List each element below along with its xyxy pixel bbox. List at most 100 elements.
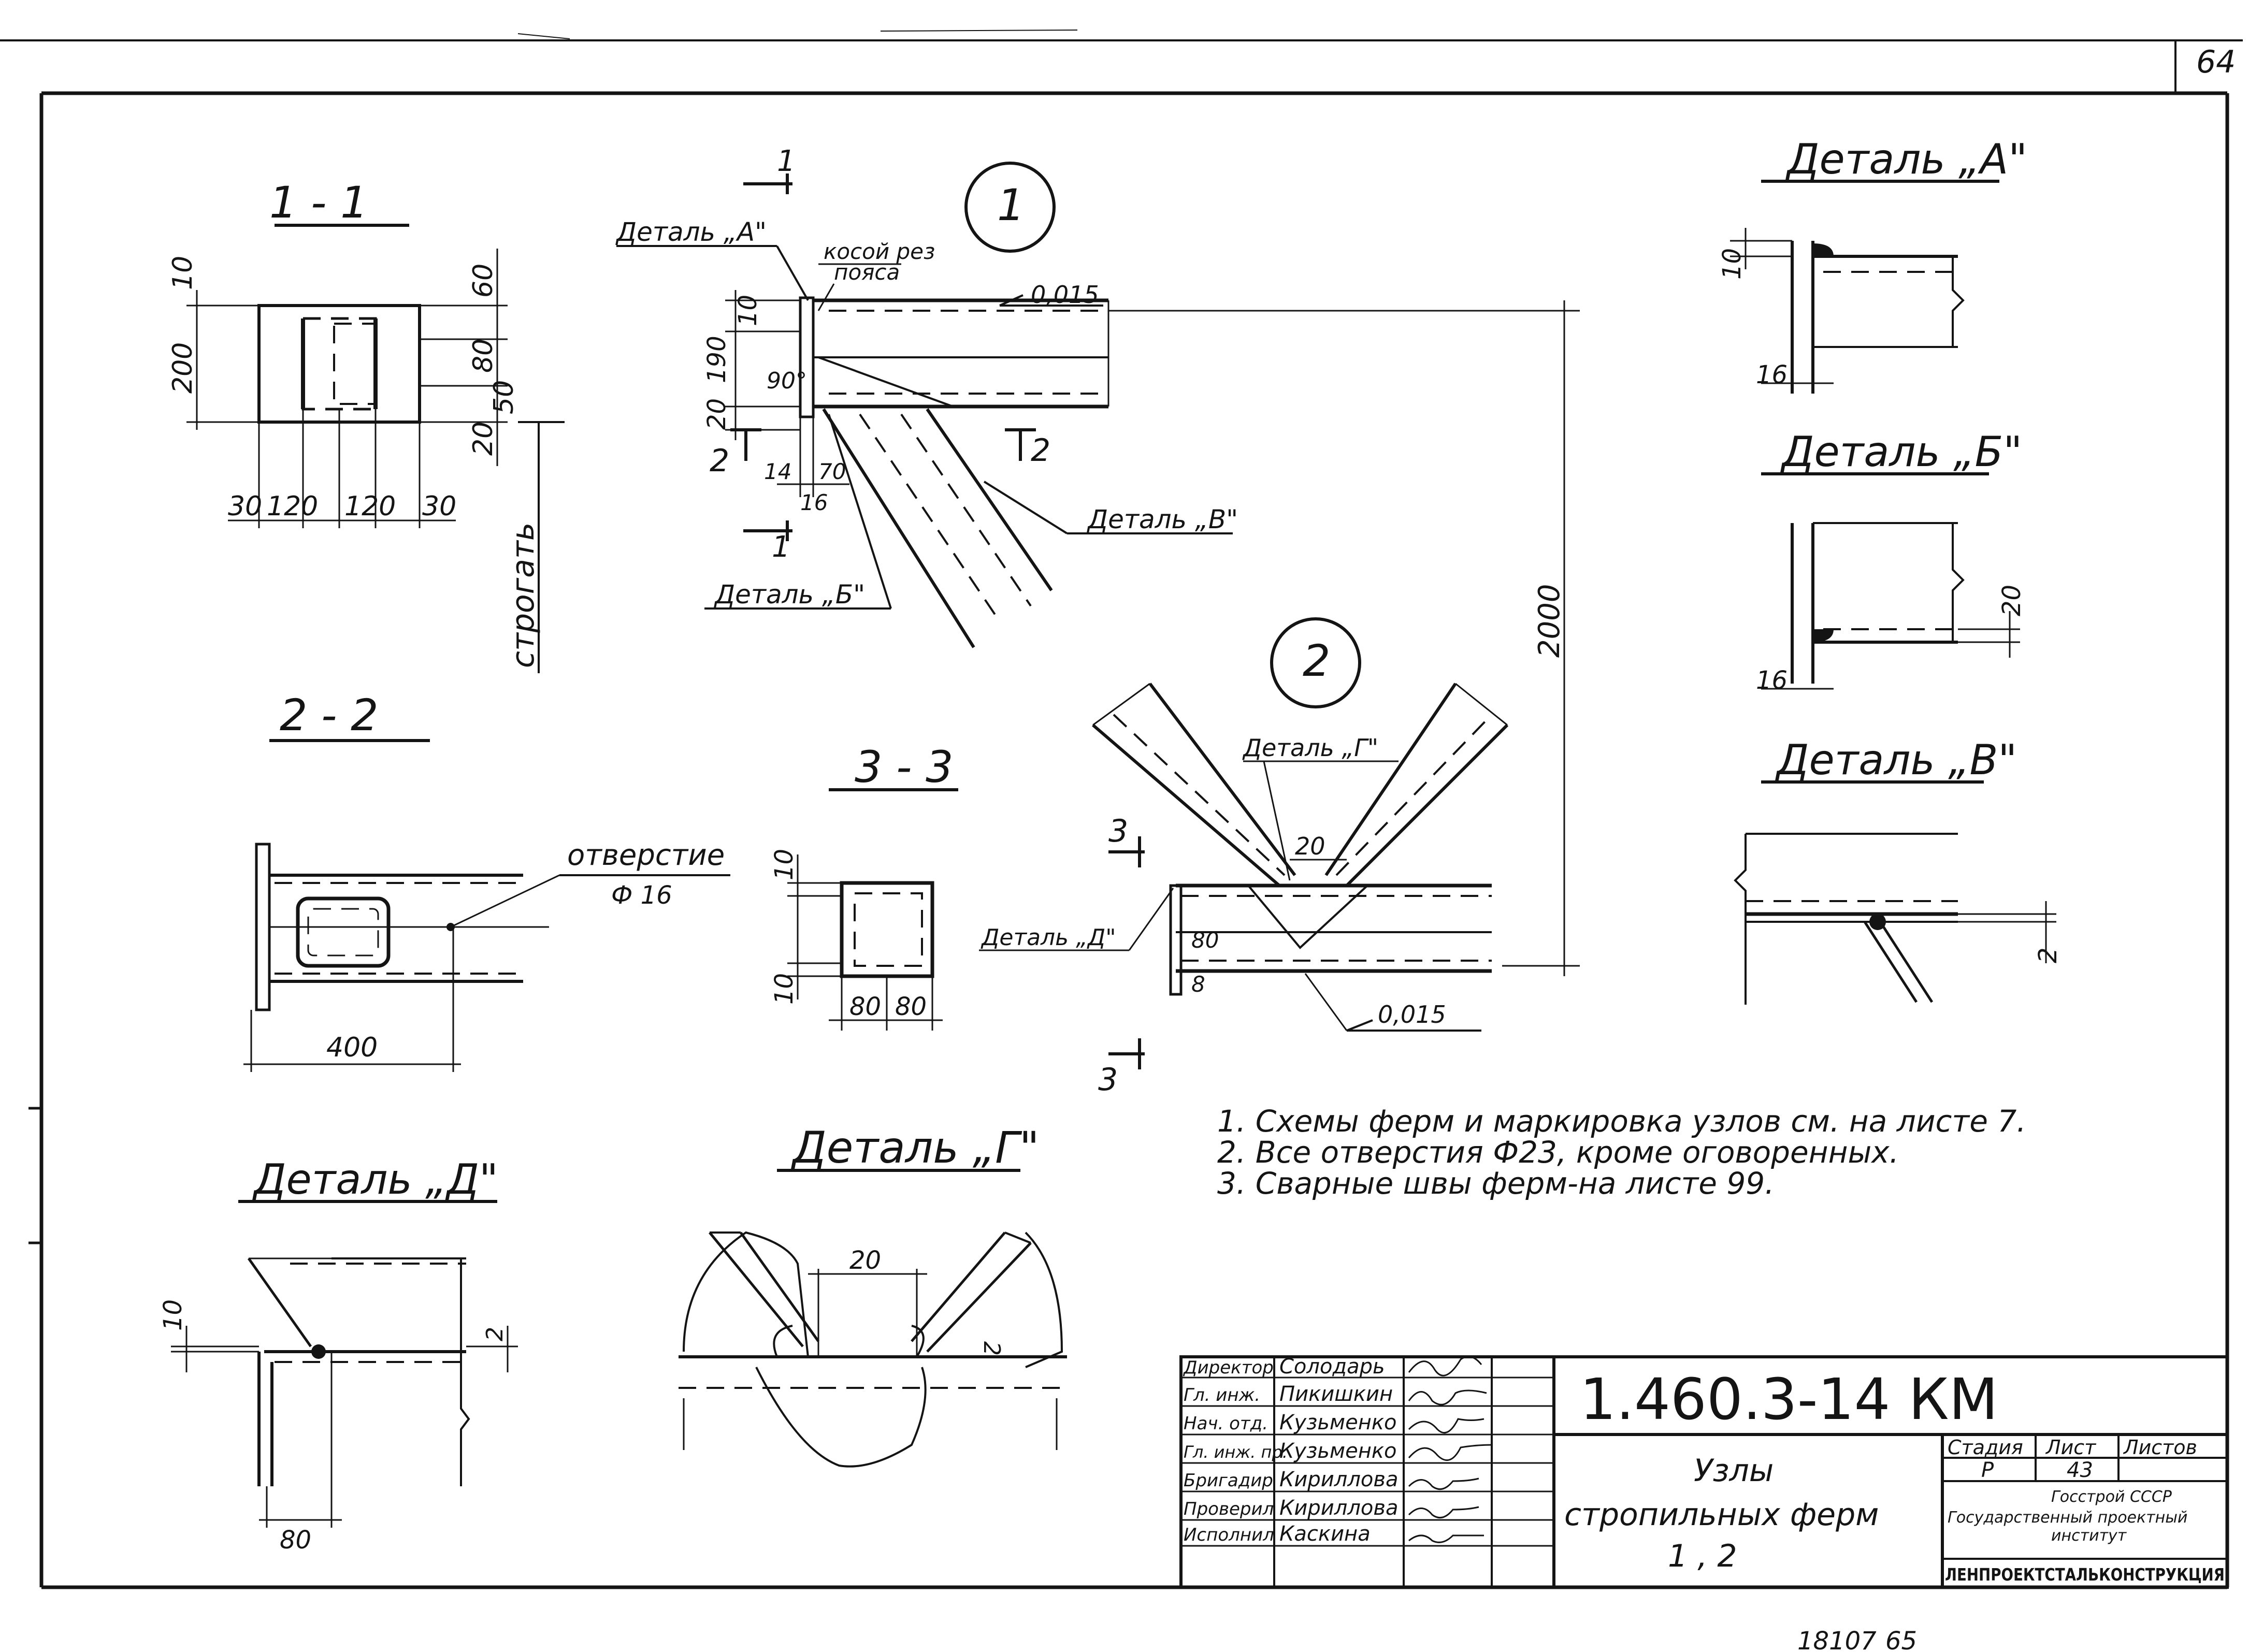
svg-text:1: 1 [777, 144, 796, 178]
svg-text:Кириллова: Кириллова [1279, 1468, 1398, 1491]
node-1: 1 1 1 2 2 [615, 144, 1580, 976]
svg-text:Ф 16: Ф 16 [611, 881, 672, 910]
svg-text:20: 20 [1295, 832, 1325, 860]
section-1-1-label: 1 - 1 [269, 177, 368, 228]
svg-text:Госстрой СССР: Госстрой СССР [2051, 1488, 2172, 1506]
section-3-3: 3 - 3 10 10 80 80 [770, 742, 958, 1031]
detail-g-title: Деталь „Г" [790, 1122, 1040, 1173]
svg-text:Каскина: Каскина [1279, 1522, 1371, 1546]
svg-text:10: 10 [158, 1299, 188, 1331]
sheet-frame [0, 30, 2243, 1589]
title-line-3: 1 , 2 [1668, 1538, 1737, 1574]
svg-text:Стадия: Стадия [1948, 1436, 2023, 1459]
note-3: 3. Сварные швы ферм-на листе 99. [1217, 1166, 1775, 1201]
svg-text:400: 400 [326, 1032, 378, 1063]
svg-text:институт: институт [2051, 1527, 2127, 1545]
callout-detail-g: Деталь „Г" [1242, 734, 1378, 762]
section-1-1: 1 - 1 10 200 60 80 50 20 30 120 120 30 с… [167, 177, 565, 673]
note-2: 2. Все отверстия Ф23, кроме оговоренных. [1217, 1135, 1899, 1170]
svg-text:80: 80 [468, 339, 499, 373]
svg-text:2: 2 [710, 443, 729, 479]
node-2-number: 2 [1303, 635, 1330, 686]
svg-text:30: 30 [228, 491, 262, 522]
title-line-1: Узлы [1694, 1453, 1774, 1489]
svg-text:2: 2 [978, 1341, 1005, 1356]
svg-text:80: 80 [849, 992, 881, 1021]
svg-text:2: 2 [2034, 947, 2063, 963]
callout-detail-a: Деталь „А" [615, 217, 767, 247]
svg-text:Кузьменко: Кузьменко [1279, 1439, 1396, 1463]
title-line-2: стропильных ферм [1564, 1497, 1879, 1533]
svg-text:Солодарь: Солодарь [1279, 1355, 1385, 1379]
detail-b-title: Деталь „Б" [1780, 428, 2022, 476]
detail-g: Деталь „Г" 20 2 [679, 1122, 1067, 1468]
svg-text:Кириллова: Кириллова [1279, 1496, 1398, 1520]
section-2-2: 2 - 2 отверстие Ф 16 400 [243, 690, 730, 1072]
svg-text:10: 10 [733, 295, 762, 326]
svg-text:3: 3 [1108, 813, 1128, 849]
svg-text:8: 8 [1191, 972, 1205, 997]
signatures [1408, 1355, 1492, 1543]
svg-text:0,015: 0,015 [1378, 1001, 1446, 1028]
svg-text:3: 3 [1098, 1062, 1118, 1098]
svg-text:Нач. отд.: Нач. отд. [1184, 1413, 1268, 1434]
svg-text:80: 80 [280, 1526, 311, 1555]
svg-text:80: 80 [895, 992, 927, 1021]
svg-text:Бригадир: Бригадир [1184, 1470, 1273, 1491]
svg-text:Проверил: Проверил [1184, 1499, 1274, 1519]
svg-text:16: 16 [1756, 360, 1788, 389]
svg-text:30: 30 [422, 491, 456, 522]
svg-text:Р: Р [1981, 1458, 1994, 1482]
bottom-page: 65 [1885, 1627, 1917, 1652]
svg-text:1: 1 [772, 530, 790, 564]
page-number: 64 [2196, 44, 2236, 80]
document-code: 1.460.3-14 КМ [1580, 1366, 1998, 1432]
svg-text:90°: 90° [767, 368, 807, 394]
svg-text:10: 10 [1718, 248, 1747, 280]
notes: 1. Схемы ферм и маркировка узлов см. на … [1217, 1104, 2026, 1201]
svg-text:Листов: Листов [2123, 1436, 2197, 1459]
svg-text:Директор: Директор [1183, 1357, 1274, 1378]
svg-text:16: 16 [1756, 666, 1788, 695]
node-2: 2 3 3 Деталь „Г" 20 Деталь „Д" 80 [979, 617, 1509, 1098]
svg-text:14: 14 [764, 459, 791, 484]
svg-text:10: 10 [770, 973, 799, 1005]
svg-text:Пикишкин: Пикишкин [1279, 1382, 1393, 1406]
svg-text:120: 120 [267, 491, 318, 522]
svg-text:Исполнил: Исполнил [1184, 1525, 1274, 1545]
svg-text:Кузьменко: Кузьменко [1279, 1411, 1396, 1434]
note-1: 1. Схемы ферм и маркировка узлов см. на … [1217, 1104, 2026, 1139]
svg-text:косой рез: косой рез [824, 239, 935, 264]
svg-text:2: 2 [1031, 432, 1050, 469]
svg-text:190: 190 [702, 336, 731, 383]
section-2-2-label: 2 - 2 [280, 690, 379, 741]
callout-hole: отверстие [567, 838, 725, 872]
svg-text:60: 60 [468, 264, 499, 298]
svg-text:50: 50 [488, 380, 520, 414]
svg-text:0,015: 0,015 [1031, 281, 1099, 309]
svg-text:2: 2 [482, 1327, 508, 1341]
svg-text:строгать: строгать [505, 523, 541, 668]
detail-v: Деталь „В" 2 [1734, 736, 2063, 1005]
detail-a-title: Деталь „А" [1785, 135, 2027, 183]
callout-detail-d: Деталь „Д" [981, 924, 1116, 951]
bottom-stamp: 18107 [1797, 1627, 1877, 1652]
svg-text:20: 20 [702, 398, 731, 430]
node-1-number: 1 [997, 180, 1025, 230]
svg-text:43: 43 [2067, 1458, 2093, 1482]
detail-d: Деталь „Д" 10 2 80 [158, 1155, 518, 1555]
callout-detail-b: Деталь „Б" [714, 579, 865, 610]
svg-text:20: 20 [849, 1246, 881, 1275]
section-3-3-label: 3 - 3 [855, 742, 954, 792]
svg-text:Лист: Лист [2045, 1436, 2097, 1459]
svg-text:20: 20 [1997, 585, 2026, 616]
svg-text:16: 16 [800, 490, 828, 515]
detail-d-title: Деталь „Д" [252, 1155, 498, 1204]
svg-text:70: 70 [818, 459, 846, 484]
svg-text:10: 10 [770, 849, 799, 880]
svg-text:2000: 2000 [1533, 584, 1566, 658]
svg-text:Государственный проектный: Государственный проектный [1948, 1509, 2187, 1527]
detail-v-title: Деталь „В" [1775, 736, 2017, 784]
svg-text:20: 20 [468, 422, 499, 456]
